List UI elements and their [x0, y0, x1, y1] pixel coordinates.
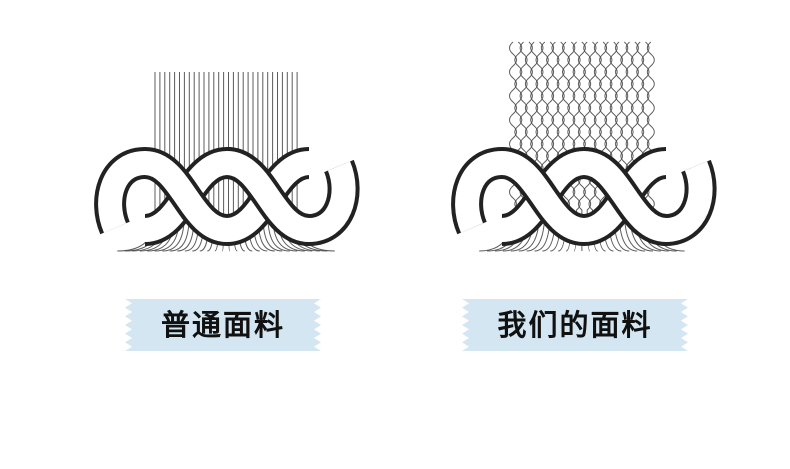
label-our-fabric: 我们的面料 [462, 299, 688, 351]
ordinary-fabric-weave-illustration [94, 72, 360, 252]
label-ordinary-fabric: 普通面料 [125, 299, 321, 351]
our-fabric-weave-illustration [451, 41, 717, 252]
